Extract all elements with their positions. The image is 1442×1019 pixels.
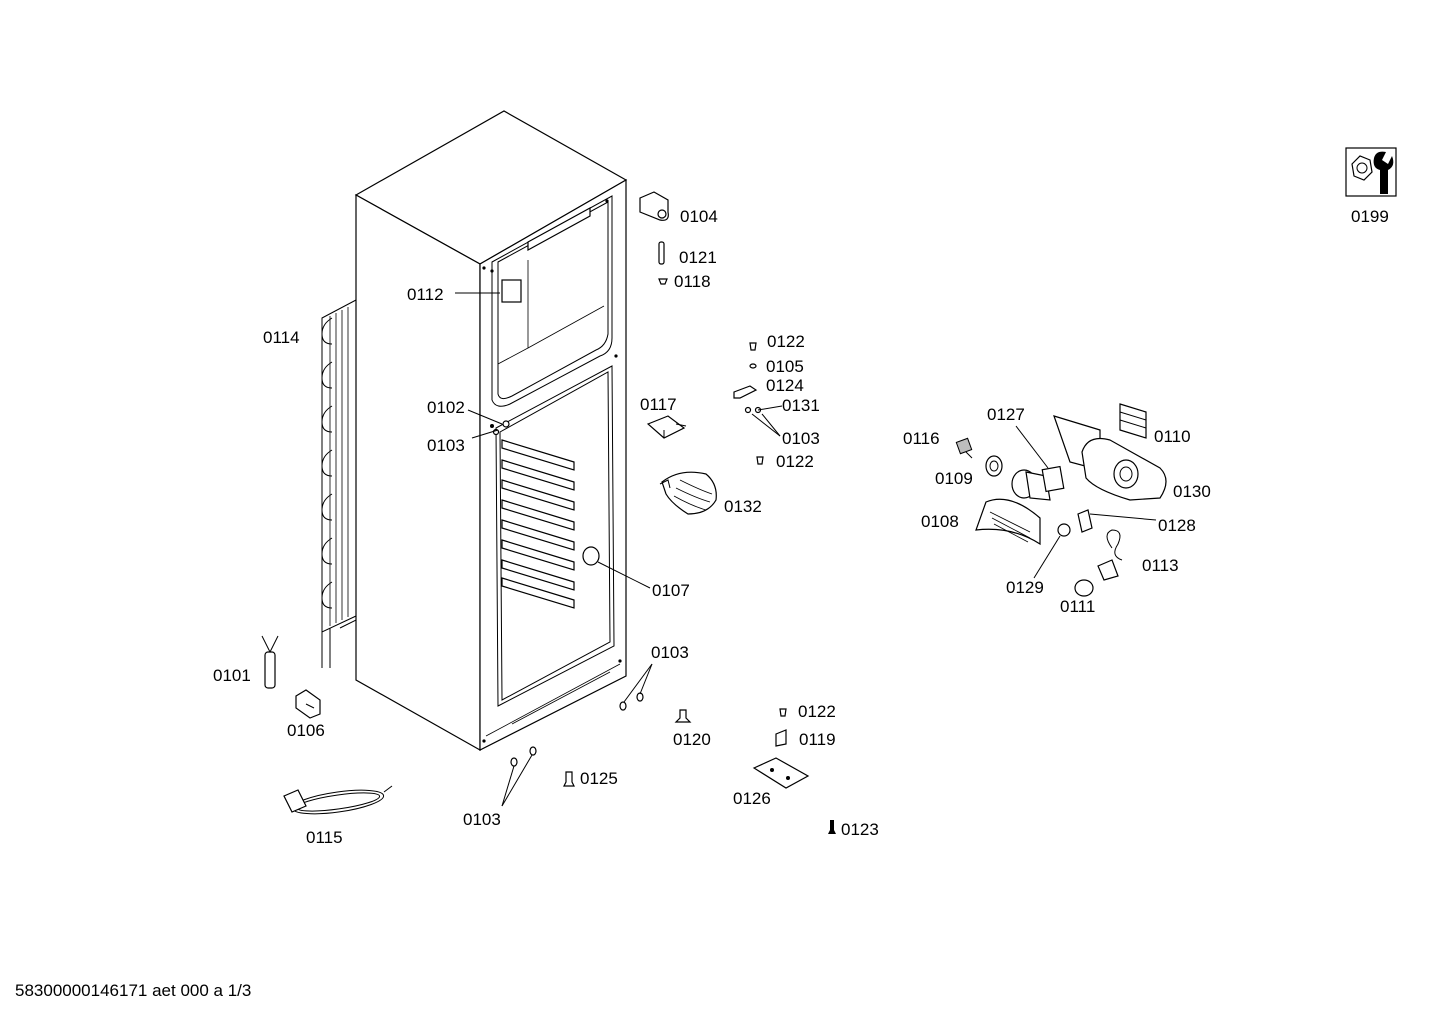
switch-contact-icon <box>1077 509 1093 533</box>
label-0112: 0112 <box>407 285 444 304</box>
light-bulb-icon <box>1074 579 1094 597</box>
drain-plug-icon <box>582 546 600 566</box>
condenser-coil <box>321 299 357 668</box>
label-0103-lower-right: 0103 <box>651 643 689 662</box>
label-0106: 0106 <box>287 721 325 740</box>
screw-icon <box>779 708 787 717</box>
label-0119: 0119 <box>799 730 836 749</box>
screw-icon <box>756 456 764 465</box>
filter-drier-icon <box>261 635 279 689</box>
label-0118: 0118 <box>674 272 711 291</box>
label-0102: 0102 <box>427 398 465 417</box>
lamp-shade-icon <box>975 498 1041 546</box>
label-0117: 0117 <box>640 395 677 414</box>
label-0109: 0109 <box>935 469 973 488</box>
label-0122-mid: 0122 <box>776 452 814 471</box>
label-0121: 0121 <box>679 248 717 267</box>
label-0127: 0127 <box>987 405 1025 424</box>
drawing-reference-footer: 58300000146171 aet 000 a 1/3 <box>15 981 252 1000</box>
bushing-icon <box>658 278 668 285</box>
label-0113: 0113 <box>1142 556 1179 575</box>
thermostat-housing-icon <box>1053 415 1167 501</box>
label-0115: 0115 <box>306 828 343 847</box>
lamp-socket-icon <box>955 437 973 459</box>
label-0103-right: 0103 <box>782 429 820 448</box>
label-0104: 0104 <box>680 207 718 226</box>
fridge-cabinet <box>354 110 628 752</box>
screw-icon <box>744 406 752 414</box>
door-switch-icon <box>646 415 687 439</box>
power-cord-icon <box>283 785 393 815</box>
label-0123: 0123 <box>841 820 879 839</box>
pin-icon <box>828 820 836 834</box>
label-0103-left: 0103 <box>427 436 465 455</box>
foot-icon <box>674 709 692 723</box>
bulb-holder-icon <box>1057 523 1071 537</box>
label-0125: 0125 <box>580 769 618 788</box>
label-0199: 0199 <box>1351 207 1389 226</box>
hinge-cover-icon <box>775 729 787 747</box>
label-0131: 0131 <box>782 396 820 415</box>
label-0132: 0132 <box>724 497 762 516</box>
washer-icon <box>619 701 627 711</box>
label-0108: 0108 <box>921 512 959 531</box>
washer-icon <box>749 363 757 369</box>
clamp-icon <box>295 689 321 719</box>
label-0110: 0110 <box>1154 427 1191 446</box>
washer-icon <box>510 757 518 767</box>
screw-icon <box>563 771 575 787</box>
lamp-cover-clip-icon <box>1119 403 1147 439</box>
bracket-icon <box>733 385 758 399</box>
bottom-hinge-icon <box>752 757 810 789</box>
label-0130: 0130 <box>1173 482 1211 501</box>
top-hinge-icon <box>639 191 669 221</box>
label-0107: 0107 <box>652 581 690 600</box>
label-0129: 0129 <box>1006 578 1044 597</box>
fridge-shelves <box>501 439 575 609</box>
label-0120: 0120 <box>673 730 711 749</box>
wrench-nut-icon <box>1345 147 1397 197</box>
label-0128: 0128 <box>1158 516 1196 535</box>
label-0124: 0124 <box>766 376 804 395</box>
label-0103-lower-left: 0103 <box>463 810 501 829</box>
thermostat-icon <box>1011 465 1065 501</box>
label-0116: 0116 <box>903 429 940 448</box>
hinge-pin-icon <box>658 241 665 265</box>
part-labels: 0104 0121 0118 0112 0114 0122 0105 0124 … <box>213 207 1389 847</box>
label-0101: 0101 <box>213 666 251 685</box>
screw-icon <box>749 342 757 351</box>
label-0122-top: 0122 <box>767 332 805 351</box>
leader-lines <box>455 292 1157 807</box>
knob-icon <box>985 455 1003 477</box>
label-0111: 0111 <box>1060 597 1095 616</box>
label-0114: 0114 <box>263 328 300 347</box>
screw-icon <box>490 424 494 428</box>
rating-label-icon <box>501 279 522 303</box>
label-0105: 0105 <box>766 357 804 376</box>
fan-cover-icon <box>659 471 717 515</box>
label-0126: 0126 <box>733 789 771 808</box>
sensor-coil-icon <box>1097 529 1123 581</box>
label-0122-low: 0122 <box>798 702 836 721</box>
